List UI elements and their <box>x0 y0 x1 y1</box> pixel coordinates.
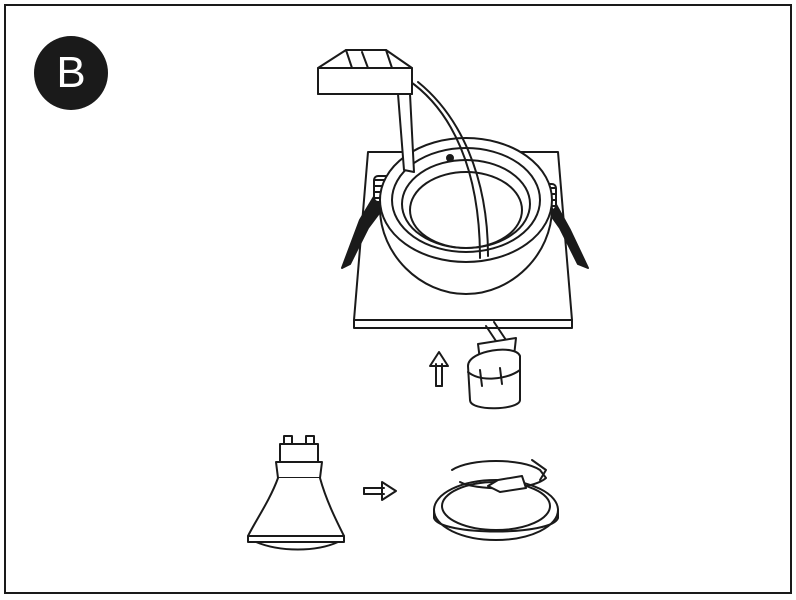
arrow-up-icon <box>429 351 449 387</box>
step-label-badge: B <box>34 36 108 110</box>
gu10-bulb <box>247 435 345 551</box>
gu10-socket <box>467 321 521 410</box>
bracket-arm <box>317 49 489 259</box>
ring-housing <box>379 137 553 295</box>
retaining-ring <box>433 459 559 541</box>
arrow-right-icon <box>363 481 397 501</box>
